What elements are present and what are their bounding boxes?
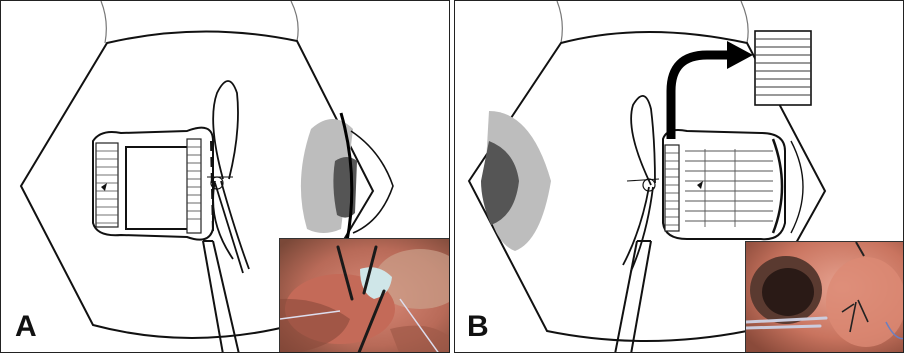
panel-label-a: A bbox=[15, 312, 37, 342]
surgical-photo-b-image bbox=[746, 242, 904, 353]
muscle-tendon bbox=[93, 128, 213, 240]
surgical-photo-a bbox=[279, 238, 450, 353]
detached-tendon bbox=[755, 31, 811, 105]
panel-b: B bbox=[454, 0, 904, 353]
panel-label-b: B bbox=[467, 312, 489, 342]
muscle-tendon bbox=[663, 130, 803, 239]
surgical-photo-a-image bbox=[280, 239, 450, 353]
surgical-photo-b bbox=[745, 241, 904, 353]
panel-a: A bbox=[0, 0, 450, 353]
